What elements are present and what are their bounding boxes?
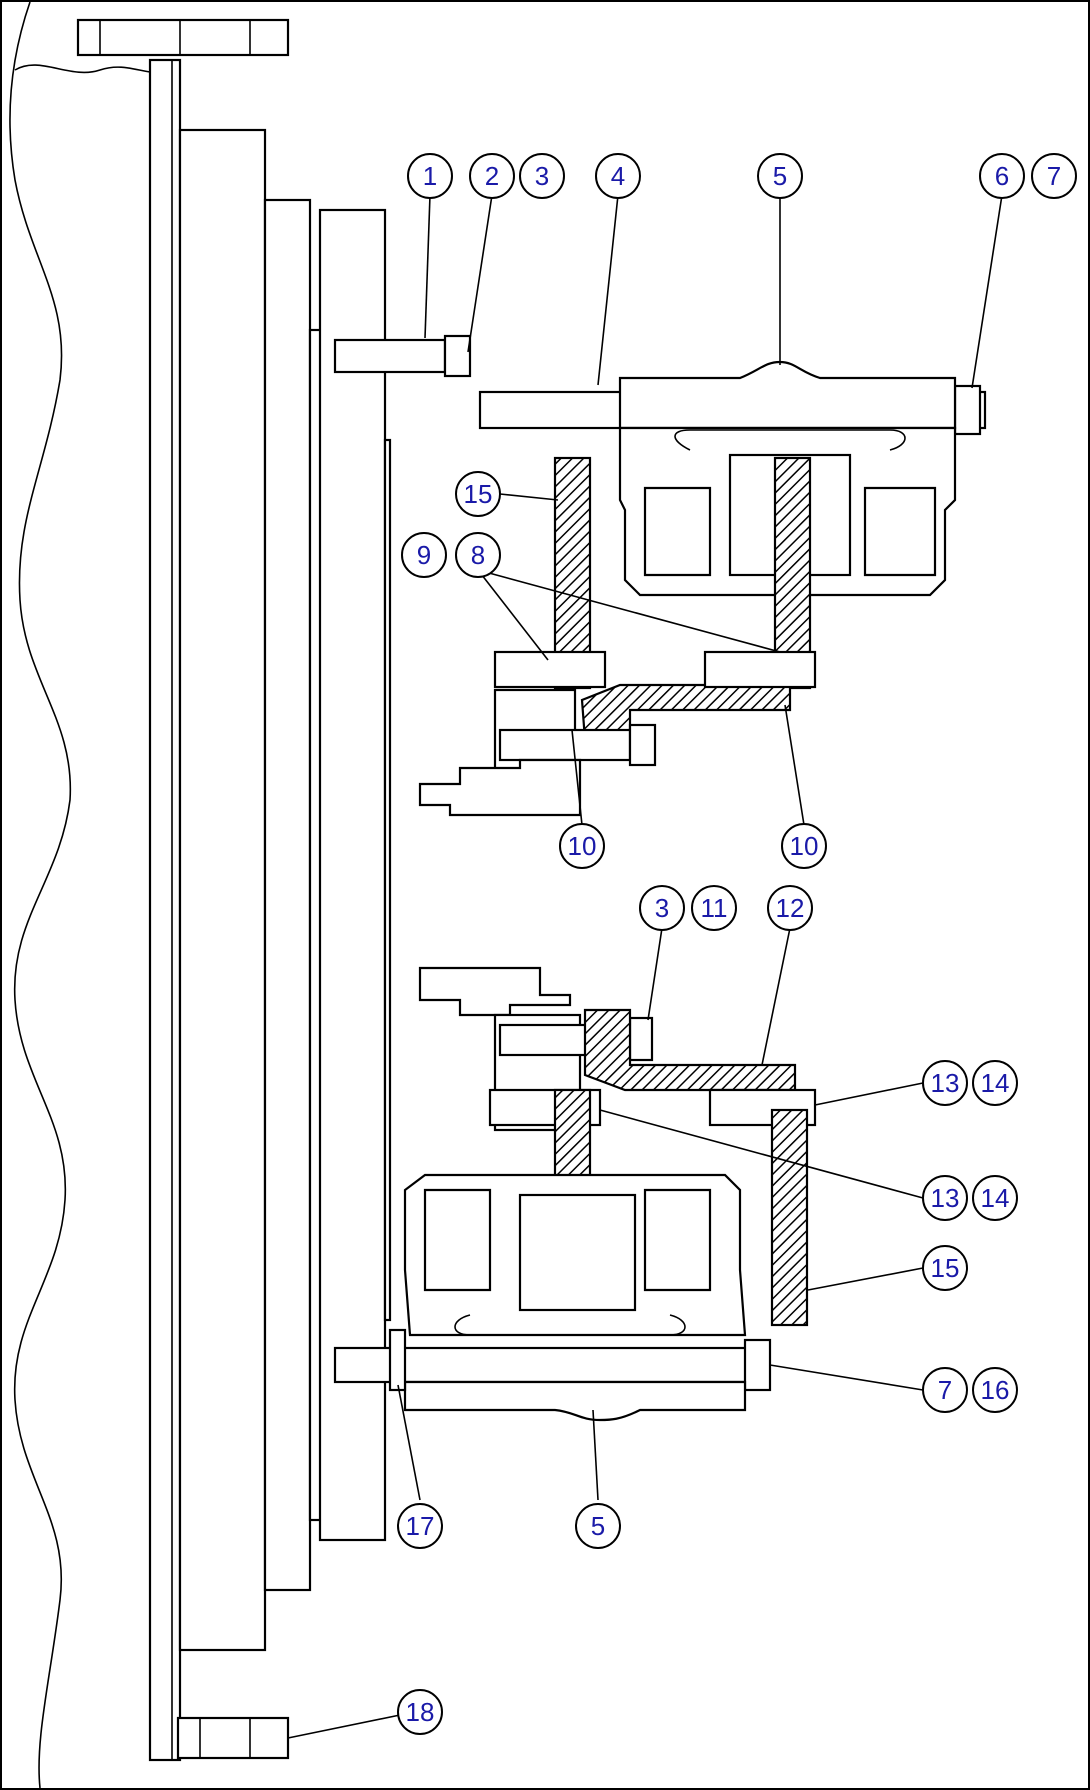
callout-14-lower: 14 [972,1175,1018,1221]
callout-2: 2 [469,153,515,199]
lower-disc-right [770,1108,809,1327]
callout-11: 11 [691,885,737,931]
callout-18: 18 [397,1689,443,1735]
callout-7-upper: 7 [1031,153,1077,199]
callout-12: 12 [767,885,813,931]
top-stud [76,18,290,57]
upper-caliper-housing [618,360,957,430]
callout-10-right-label: 10 [790,831,819,861]
callout-1-label: 1 [423,161,437,191]
break-line [9,1,72,1789]
callout-17-label: 17 [406,1511,435,1541]
lower-piston-right [643,1188,712,1292]
lower-spacer [518,1193,637,1312]
callout-8: 8 [455,532,501,578]
callout-13-upper-label: 13 [931,1068,960,1098]
callout-14-upper: 14 [972,1060,1018,1106]
callout-13-lower-label: 13 [931,1183,960,1213]
callout-17: 17 [397,1503,443,1549]
callout-16: 16 [972,1367,1018,1413]
callout-13-upper: 13 [922,1060,968,1106]
callout-7-upper-label: 7 [1047,161,1061,191]
upper-piston-right [863,486,937,577]
upper-bolt-head [443,334,472,378]
callout-12-label: 12 [776,893,805,923]
callout-14-upper-label: 14 [981,1068,1010,1098]
bottom-stud [176,1716,290,1760]
lower-nut [628,1016,654,1062]
callout-15-lower-label: 15 [931,1253,960,1283]
hub-step [263,198,312,1592]
anchor-plate [318,208,387,1542]
callout-7-lower: 7 [922,1367,968,1413]
callout-3-upper-label: 3 [535,161,549,191]
callout-5-lower-label: 5 [591,1511,605,1541]
upper-bolt-lower [498,728,632,762]
lower-stud-17 [388,1328,407,1392]
anchor-plate-face [383,438,392,1322]
callout-6-label: 6 [995,161,1009,191]
callout-11-label: 11 [701,893,728,923]
upper-pin-head [953,384,982,436]
hub-body [178,128,267,1652]
callout-3-lower: 3 [639,885,685,931]
upper-spring [674,429,906,451]
upper-disc-left [553,456,592,690]
callout-8-label: 8 [471,540,485,570]
callout-15-upper: 15 [455,471,501,517]
callout-5-lower: 5 [575,1503,621,1549]
lower-adapter [583,1008,797,1092]
callout-6: 6 [979,153,1025,199]
lower-mount-block [418,966,572,1017]
leader-lines [287,194,1003,1739]
callout-7-lower-label: 7 [938,1375,952,1405]
lower-pin-head [743,1338,772,1392]
callout-5-upper: 5 [757,153,803,199]
upper-bolt [333,338,447,374]
callout-3-lower-label: 3 [655,893,669,923]
lower-caliper-housing [403,1380,747,1422]
upper-bolt-8-right [703,650,817,689]
callout-4-label: 4 [611,161,625,191]
upper-piston-left [643,486,712,577]
upper-bolt-8-left [493,650,607,689]
callout-1: 1 [407,153,453,199]
upper-nut [628,723,657,767]
callout-10-left-label: 10 [568,831,597,861]
callout-4: 4 [595,153,641,199]
callout-10-left: 10 [559,823,605,869]
callout-3-upper: 3 [519,153,565,199]
callout-2-label: 2 [485,161,499,191]
callout-15-upper-label: 15 [464,479,493,509]
callout-5-upper-label: 5 [773,161,787,191]
callout-18-label: 18 [406,1697,435,1727]
callout-9: 9 [401,532,447,578]
callout-10-right: 10 [781,823,827,869]
callout-16-label: 16 [981,1375,1010,1405]
callout-15-lower: 15 [922,1245,968,1291]
callout-9-label: 9 [417,540,431,570]
callout-14-lower-label: 14 [981,1183,1010,1213]
hub-flange [148,58,182,1762]
callout-13-lower: 13 [922,1175,968,1221]
lower-spring [454,1314,686,1336]
upper-mount-block [418,758,582,817]
lower-piston-left [423,1188,492,1292]
